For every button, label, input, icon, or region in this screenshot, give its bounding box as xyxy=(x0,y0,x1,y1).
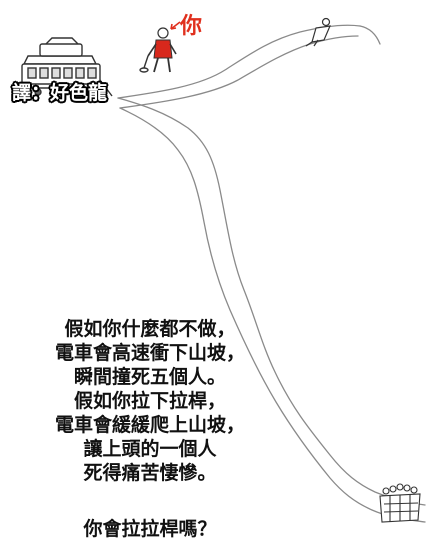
you-label: 你 xyxy=(180,14,204,39)
uphill-track xyxy=(117,24,381,109)
pointer-arrow xyxy=(170,21,181,30)
caption-line: 假如你什麼都不做， xyxy=(64,318,236,340)
scenario-caption: 假如你什麼都不做， 電車會高速衝下山坡， 瞬間撞死五個人。 假如你拉下拉桿， 電… xyxy=(0,317,300,485)
one-person-on-track xyxy=(305,17,331,47)
translator-credit: 譯：好色龍 xyxy=(12,82,108,104)
trolley-car xyxy=(21,37,113,97)
question-text: 你會拉拉桿嗎？ xyxy=(83,518,217,540)
caption-line: 瞬間撞死五個人。 xyxy=(73,366,226,388)
person-at-lever xyxy=(147,27,177,73)
five-people-on-track xyxy=(379,483,421,523)
caption-line: 死得痛苦悽慘。 xyxy=(83,462,217,484)
caption-line: 電車會緩緩爬上山坡， xyxy=(54,414,245,436)
caption-line: 假如你拉下拉桿， xyxy=(73,390,226,412)
caption-line: 電車會高速衝下山坡， xyxy=(54,342,245,364)
lever xyxy=(139,55,149,73)
caption-line: 讓上頭的一個人 xyxy=(83,438,217,460)
downhill-track xyxy=(117,97,426,523)
